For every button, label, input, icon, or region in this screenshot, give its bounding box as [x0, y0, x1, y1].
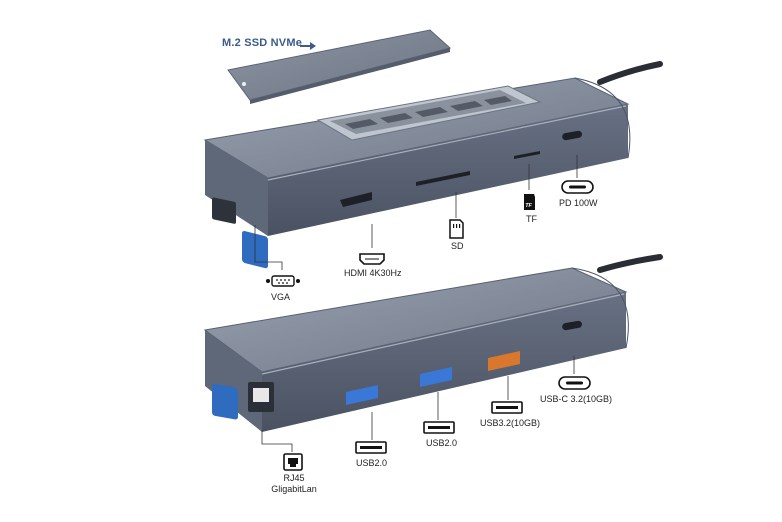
bottom-usbc-port: [562, 320, 582, 331]
pd-label: PD 100W: [559, 198, 598, 208]
bottom-cable: [597, 254, 663, 273]
bottom-usb2-port-b: [420, 367, 452, 387]
vga-label: VGA: [271, 292, 291, 302]
usb-c-port-icon-2: [558, 376, 591, 390]
rj45-port-icon: [283, 453, 303, 471]
top-sd-slot: [416, 171, 470, 186]
usb2-label-b: USB2.0: [426, 438, 458, 448]
top-hdmi-port: [340, 192, 372, 207]
tf-card-icon: TF: [524, 194, 535, 210]
usbc-label: USB-C 3.2(10GB): [540, 394, 613, 404]
sd-label: SD: [451, 241, 464, 251]
top-usbc-port: [562, 130, 582, 141]
top-callout-lines: [254, 155, 578, 270]
usb-c-port-icon: [561, 180, 594, 194]
usb-a-port-icon-3: [491, 401, 523, 414]
bottom-vga-port: [212, 383, 238, 420]
tf-label: TF: [526, 214, 537, 224]
bottom-callout-lines: [261, 356, 575, 452]
arrow-right-icon: [300, 42, 316, 50]
rj45-label-line2: GligabitLan: [271, 484, 317, 494]
top-cable: [597, 61, 663, 85]
hdmi-label: HDMI 4K30Hz: [344, 268, 402, 278]
top-tf-slot: [514, 151, 540, 159]
usb2-label-a: USB2.0: [356, 458, 388, 468]
bottom-usb2-port-a: [346, 385, 378, 405]
top-hub-body: [203, 77, 631, 236]
sd-card-icon: [449, 219, 464, 239]
ssd-cover-plate: [227, 29, 452, 104]
tf-icon-text: TF: [525, 203, 532, 209]
bottom-usb32-port: [488, 351, 520, 371]
rj45-label-line1: RJ45: [283, 473, 305, 483]
usb-a-port-icon-2: [423, 421, 455, 434]
usb-a-port-icon: [355, 441, 387, 454]
bottom-rj45-port: [248, 382, 274, 412]
top-rj45-port: [212, 197, 236, 224]
ssd-label: M.2 SSD NVMe: [222, 37, 303, 49]
usb32-label: USB3.2(10GB): [480, 418, 541, 428]
hdmi-port-icon: [359, 253, 385, 265]
vga-port-icon: [266, 275, 300, 287]
